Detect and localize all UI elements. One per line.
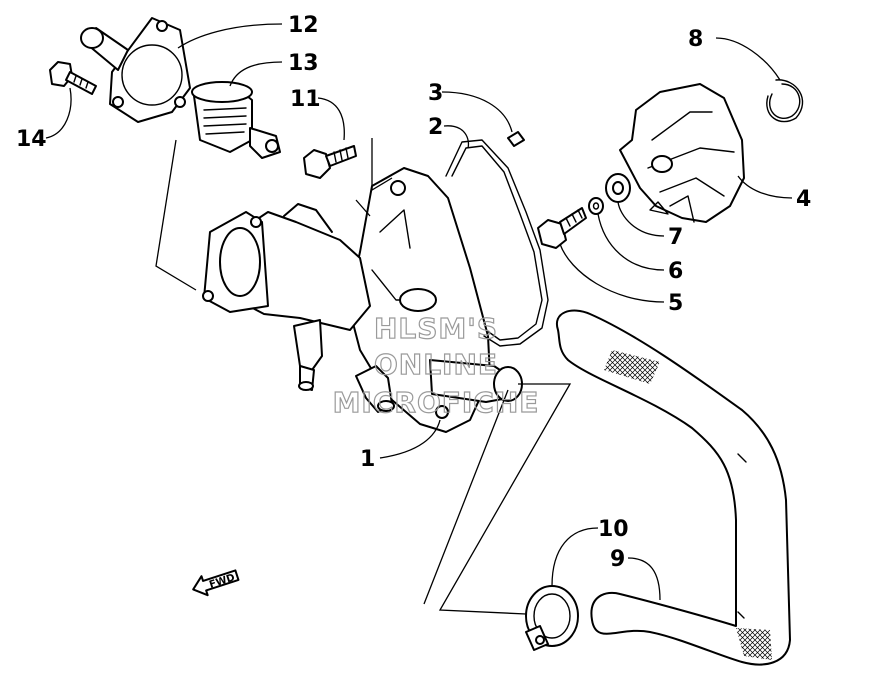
impeller-part [619,83,745,223]
forward-direction-arrow: FWD [192,569,240,597]
callout-9: 9 [610,547,625,572]
callout-6: 6 [668,259,683,284]
callout-7: 7 [668,225,683,250]
flange-bolt-11-part [303,145,357,179]
watermark: HLSM'S ONLINE MICROFICHE [332,311,540,419]
callout-numbers: 1 2 3 4 5 6 7 8 9 10 11 12 13 14 [16,13,811,572]
callout-8: 8 [688,27,703,52]
seal-washer-part [605,173,631,203]
watermark-line-3: MICROFICHE [333,386,540,419]
water-pump-housing-part [202,167,523,433]
coolant-hose-part [555,309,791,666]
pump-gasket-part [445,139,549,347]
callout-13: 13 [288,51,319,76]
flange-bolt-14-part [49,61,97,95]
callout-1: 1 [360,447,375,472]
callout-5: 5 [668,291,683,316]
callout-3: 3 [428,81,443,106]
callout-11: 11 [290,87,321,112]
hose-clamp-part [525,585,579,651]
watermark-line-1: HLSM'S [374,312,498,345]
watermark-line-2: ONLINE [374,348,498,381]
washer-part [588,197,604,215]
callout-leaders [45,23,793,601]
thermostat-cover-part [80,17,191,123]
forward-arrow-label: FWD [208,572,236,591]
forward-arrow-icon [192,569,240,597]
callout-4: 4 [796,187,811,212]
callout-2: 2 [428,115,443,140]
impeller-bolt-part [537,207,587,249]
snap-ring-part [766,79,804,123]
thermostat-part [191,81,281,159]
dowel-pin-part [507,131,525,147]
callout-12: 12 [288,13,319,38]
assembly-lines [155,138,572,615]
callout-14: 14 [16,127,47,152]
callout-10: 10 [598,517,629,542]
